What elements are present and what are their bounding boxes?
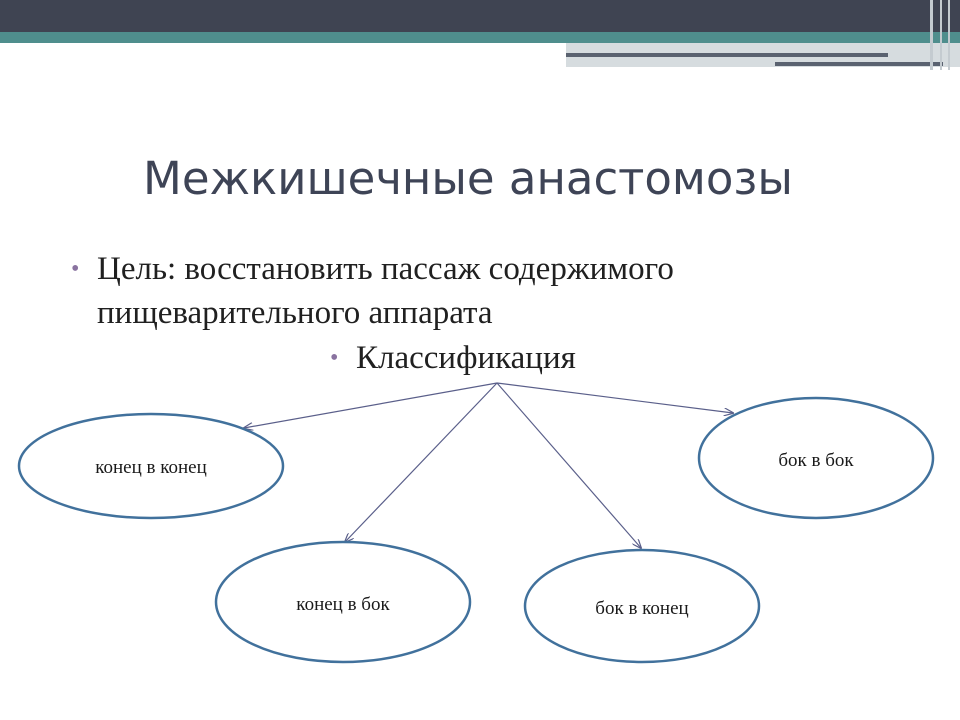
bullet-classification-text: Классификация bbox=[356, 340, 576, 376]
node-label-end-to-side: конец в бок bbox=[296, 594, 390, 615]
node-ellipse bbox=[523, 548, 761, 664]
node-end-to-end: конец в конец bbox=[17, 412, 285, 520]
bullet-goal: • Цель: восстановить пассаж содержимого … bbox=[71, 247, 674, 335]
bullet-dot: • bbox=[71, 256, 80, 282]
node-ellipse bbox=[214, 540, 472, 664]
node-ellipse bbox=[697, 396, 935, 520]
bullet-goal-line2: пищеварительного аппарата bbox=[97, 295, 493, 331]
header-gray-stripe-lower bbox=[775, 62, 943, 66]
header-decoration bbox=[0, 0, 960, 70]
slide-title: Межкишечные анастомозы bbox=[143, 152, 793, 205]
bullet-classification: • Классификация bbox=[330, 336, 576, 380]
node-ellipse bbox=[17, 412, 285, 520]
node-label-end-to-end: конец в конец bbox=[95, 457, 207, 478]
node-end-to-side: конец в бок bbox=[214, 540, 472, 664]
node-side-to-end: бок в конец bbox=[523, 548, 761, 664]
bullet-goal-line1: Цель: восстановить пассаж содержимого bbox=[97, 251, 674, 287]
arrow-to-end-to-side bbox=[345, 382, 498, 542]
header-gray-stripe bbox=[566, 53, 888, 57]
node-label-side-to-side: бок в бок bbox=[778, 450, 854, 471]
header-corner-lines-2 bbox=[940, 0, 942, 70]
arrow-to-end-to-end bbox=[244, 382, 498, 428]
node-label-side-to-end: бок в конец bbox=[595, 598, 688, 619]
header-corner-lines bbox=[930, 0, 933, 70]
node-side-to-side: бок в бок bbox=[697, 396, 935, 520]
bullet-dot: • bbox=[330, 345, 339, 371]
header-corner-lines-3 bbox=[948, 0, 950, 70]
header-dark-band bbox=[0, 0, 960, 32]
arrow-to-side-to-side bbox=[496, 382, 733, 413]
arrow-to-side-to-end bbox=[496, 382, 641, 548]
header-teal-band bbox=[0, 32, 960, 43]
